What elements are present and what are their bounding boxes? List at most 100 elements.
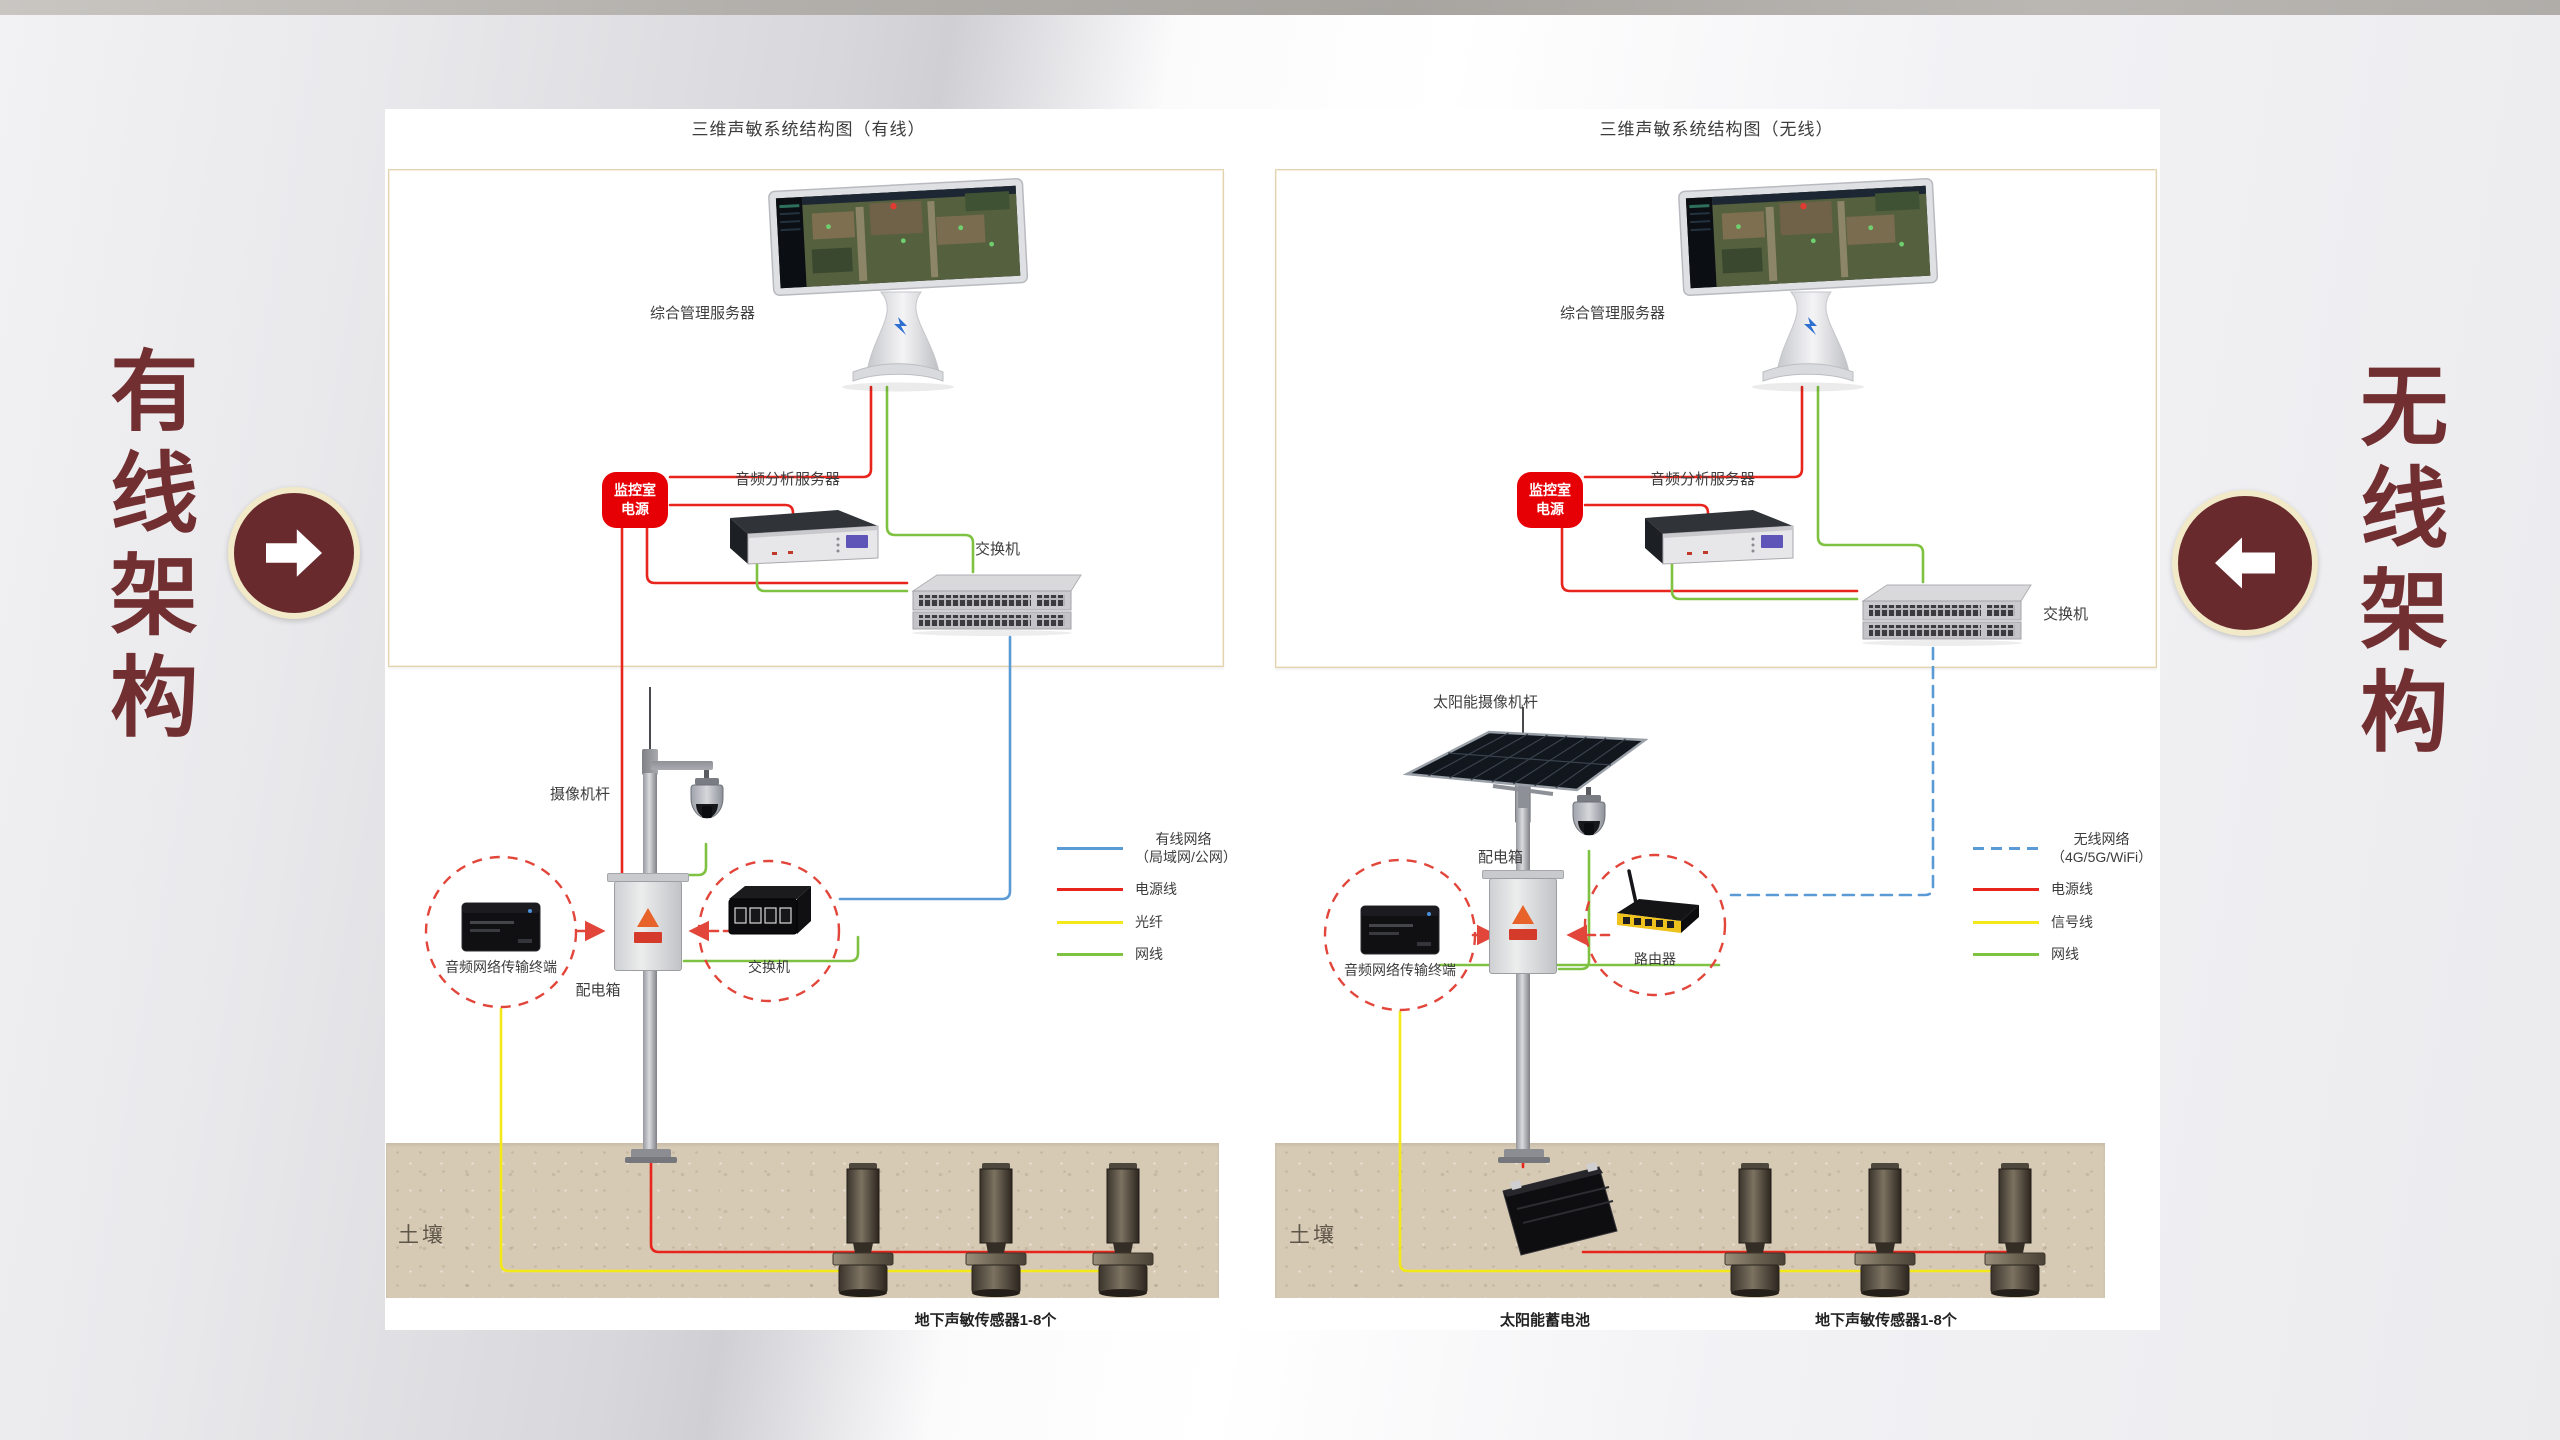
- terminal-circle: 音频网络传输终端: [1323, 858, 1477, 1012]
- kiosk-logo-icon: [894, 317, 907, 335]
- pole-antenna: [649, 687, 651, 761]
- prev-arrow-button[interactable]: [2172, 490, 2318, 636]
- legend: 有线网络 （局域网/公网） 电源线 光纤 网线: [1057, 831, 1237, 979]
- switch-top-graphic: [1861, 584, 2032, 646]
- power-badge-line2: 电源: [621, 501, 649, 517]
- audio-server-label: 音频分析服务器: [1649, 471, 1755, 488]
- kiosk-stand: [842, 291, 954, 392]
- audio-terminal-label: 音频网络传输终端: [445, 959, 557, 975]
- power-badge-line1: 监控室: [614, 482, 656, 499]
- camera-pole-label: 摄像机杆: [549, 786, 610, 803]
- wired-network-line: [838, 635, 1012, 901]
- audio-server-graphic: [730, 510, 879, 565]
- legend-label: 无线网络: [2073, 831, 2130, 847]
- legend-swatch-power: [1973, 888, 2039, 892]
- sensors-label: 地下声敏传感器1-8个: [914, 1312, 1057, 1329]
- legend-label: 网线: [1135, 946, 1163, 962]
- power-badge-line1: 监控室: [1529, 482, 1571, 499]
- legend-swatch-cable: [1973, 953, 2039, 957]
- pole-switch-label: 交换机: [748, 959, 790, 975]
- kiosk-screen: [1678, 177, 1939, 297]
- soil-label: 土壤: [398, 1223, 446, 1247]
- power-source-badge: 监控室 电源: [602, 472, 668, 528]
- pole-base-plate: [625, 1157, 677, 1163]
- terminal-circle: 音频网络传输终端: [424, 855, 578, 1009]
- power-source-badge: 监控室 电源: [1517, 472, 1583, 528]
- sensors-label: 地下声敏传感器1-8个: [1815, 1312, 1957, 1329]
- legend-swatch-wireless-network: [1973, 847, 2039, 850]
- kiosk-screen: [768, 177, 1029, 297]
- legend-swatch-power: [1057, 888, 1123, 892]
- wired-title: 三维声敏系统结构图（有线）: [691, 120, 926, 139]
- camera-arm: [651, 761, 713, 770]
- legend-swatch-wired-network: [1057, 847, 1123, 850]
- sensor-graphic: [1854, 1163, 1916, 1297]
- power-box-label: 配电箱: [575, 982, 621, 999]
- battery-graphic: [1502, 1162, 1618, 1256]
- legend-swatch-cable: [1057, 953, 1123, 957]
- legend-label2: （4G/5G/WiFi）: [2051, 848, 2153, 865]
- sensor-graphic: [965, 1163, 1027, 1297]
- sensor-graphic: [1984, 1163, 2046, 1297]
- legend-row: 有线网络 （局域网/公网）: [1057, 831, 1237, 866]
- legend-row: 网线: [1057, 946, 1232, 964]
- wireless-network-line: [1729, 646, 1935, 897]
- legend-label2: （局域网/公网）: [1135, 848, 1237, 865]
- window-top-strip: [0, 0, 2560, 15]
- slide-canvas: 三维声敏系统结构图（有线）: [385, 109, 2160, 1330]
- legend-row: 无线网络 （4G/5G/WiFi）: [1973, 831, 2158, 866]
- power-box-graphic: [614, 881, 682, 971]
- dashed-circle-icon: [424, 855, 578, 1009]
- audio-terminal-graphic: [1360, 905, 1440, 955]
- legend-label: 网线: [2051, 946, 2079, 962]
- legend-label: 电源线: [2051, 881, 2093, 897]
- kiosk-graphic: [768, 177, 1029, 392]
- legend-row: 电源线: [1057, 881, 1232, 899]
- legend-label: 信号线: [2051, 913, 2093, 930]
- pole-switch-graphic: [728, 886, 811, 935]
- wired-control-room-box: [388, 169, 1224, 667]
- switch-top-graphic: [911, 574, 1082, 636]
- router-graphic: [1617, 869, 1699, 933]
- legend-row: 电源线: [1973, 881, 2158, 899]
- arrow-left-icon: [2215, 537, 2275, 589]
- power-box-label: 配电箱: [1477, 849, 1523, 866]
- warning-text-plate: [634, 932, 662, 943]
- warning-triangle-icon: [637, 908, 659, 927]
- kiosk-logo-icon: [1804, 317, 1817, 335]
- battery-label: 太阳能蓄电池: [1499, 1312, 1590, 1329]
- kiosk-graphic: [1678, 177, 1939, 392]
- audio-server-label: 音频分析服务器: [734, 471, 840, 488]
- arrow-right-icon: [266, 529, 322, 577]
- legend-row: 信号线: [1973, 914, 2158, 932]
- legend-row: 光纤: [1057, 914, 1232, 932]
- ptz-camera-graphic: [1572, 787, 1606, 836]
- camera-pole-label: 太阳能摄像机杆: [1432, 694, 1538, 711]
- legend-swatch-fiber: [1057, 920, 1123, 924]
- side-label-wired: 有线架构: [97, 345, 197, 753]
- sensor-graphic: [1724, 1163, 1786, 1297]
- router-label: 路由器: [1634, 951, 1676, 967]
- legend-swatch-signal: [1973, 920, 2039, 924]
- wireless-title: 三维声敏系统结构图（无线）: [1599, 120, 1834, 139]
- next-arrow-button[interactable]: [228, 487, 360, 619]
- audio-terminal-graphic: [461, 902, 541, 952]
- kiosk-label: 综合管理服务器: [649, 305, 755, 322]
- legend-label: 有线网络: [1155, 831, 1212, 847]
- kiosk-label: 综合管理服务器: [1559, 305, 1665, 322]
- pole-switch-circle: 交换机: [697, 859, 841, 1003]
- legend-label: 电源线: [1135, 881, 1177, 897]
- switch-top-label: 交换机: [2042, 606, 2088, 623]
- audio-terminal-label: 音频网络传输终端: [1344, 962, 1456, 978]
- side-label-wireless: 无线架构: [2347, 360, 2447, 768]
- sensor-graphic: [1092, 1163, 1154, 1297]
- legend-label: 光纤: [1135, 913, 1163, 930]
- panel-wireless-diagram: 三维声敏系统结构图（无线）: [1273, 109, 2160, 1330]
- warning-triangle-icon: [1512, 905, 1534, 924]
- ptz-camera-graphic: [690, 770, 724, 819]
- soil-label: 土壤: [1289, 1223, 1337, 1247]
- legend-row: 网线: [1973, 946, 2158, 964]
- sensor-graphic: [832, 1163, 894, 1297]
- switch-top-label: 交换机: [974, 541, 1020, 558]
- router-circle: 路由器: [1583, 853, 1727, 997]
